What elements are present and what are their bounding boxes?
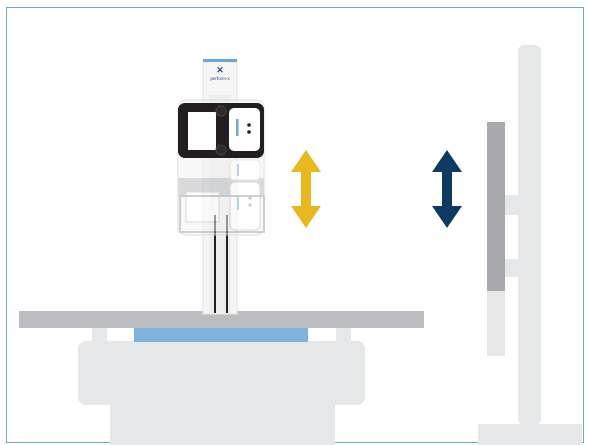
brand-logo-text: perform-x xyxy=(210,76,230,81)
ghost-bottom-outline xyxy=(179,195,265,233)
brand-logo-mark: ✕ xyxy=(216,65,224,75)
tube-head-indicator xyxy=(236,119,239,136)
navy-arrow-icon xyxy=(432,150,462,228)
brand-logo: ✕ perform-x xyxy=(210,65,230,81)
table-top xyxy=(19,311,424,328)
tube-head-button-2 xyxy=(247,130,251,134)
ghost-dot-2 xyxy=(248,203,252,207)
tube-head xyxy=(178,103,264,158)
vertical-motion-arrow-navy xyxy=(432,150,462,228)
ghost-panel-right-2 xyxy=(229,159,261,181)
table-pedestal xyxy=(110,400,335,445)
table-post-right xyxy=(336,327,351,345)
yellow-arrow-icon xyxy=(291,150,321,228)
vertical-motion-arrow-yellow xyxy=(291,150,321,228)
column-rail-left xyxy=(214,215,216,313)
wall-stand xyxy=(478,45,582,445)
tube-head-button-1 xyxy=(247,123,251,127)
wall-stand-post xyxy=(518,45,541,425)
ghost-panel-right xyxy=(229,181,261,231)
patient-table xyxy=(19,311,424,445)
ghost-indicator-1 xyxy=(237,164,239,176)
column-rail-right xyxy=(226,215,228,313)
ghost-dot-1 xyxy=(248,196,252,200)
column-cap-line xyxy=(203,59,237,62)
table-base-cabinet xyxy=(78,341,365,405)
tube-head-panel xyxy=(229,108,260,151)
table-post-left xyxy=(92,327,107,345)
wall-stand-base xyxy=(478,424,582,445)
wall-detector-ghost xyxy=(487,290,505,356)
table-detector-pad xyxy=(134,327,308,342)
tube-head-knob-top xyxy=(215,105,227,117)
wall-detector xyxy=(487,122,505,291)
tube-head-knob-bottom xyxy=(215,144,227,156)
ghost-indicator-2 xyxy=(237,196,239,210)
tube-head-window xyxy=(188,112,216,150)
